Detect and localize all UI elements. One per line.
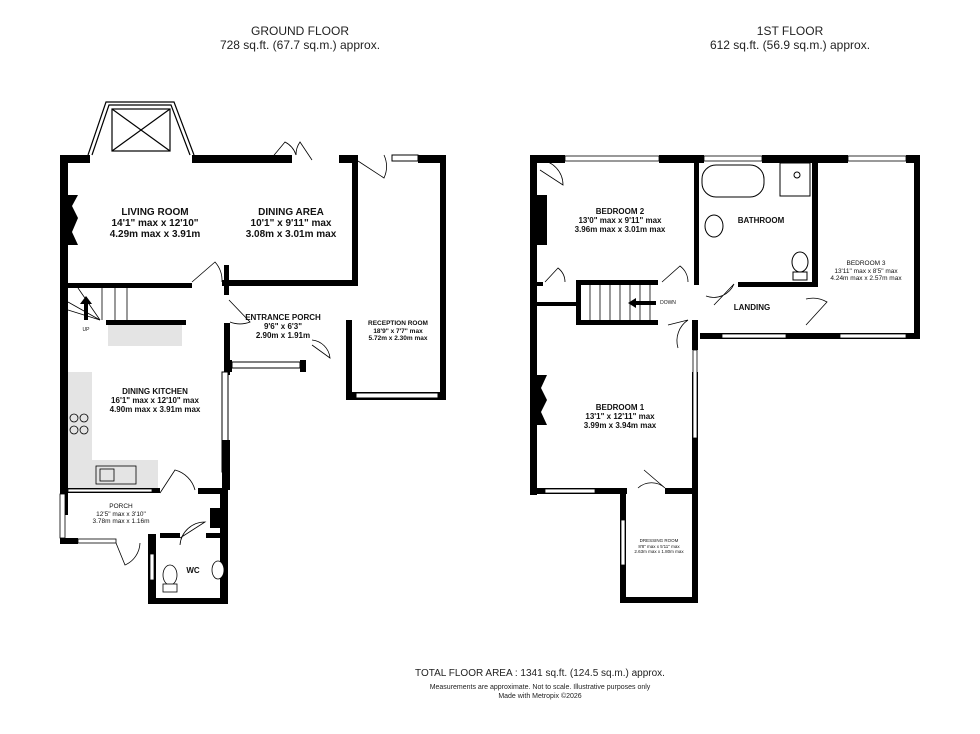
room-metric: 5.72m x 2.30m max: [368, 335, 428, 342]
stairs-up-label: UP: [82, 327, 90, 333]
room-metric: 3.99m x 3.94m max: [583, 421, 657, 430]
room-name: WC: [186, 566, 200, 575]
room-bedroom-3: BEDROOM 3 13'11" max x 8'5" max 4.24m ma…: [826, 260, 906, 283]
room-metric: 3.96m max x 3.01m max: [574, 225, 666, 234]
room-imperial: 8'8" max x 5'11" max: [638, 543, 680, 549]
first-floor-area: 612 sq.ft. (56.9 sq.m.) approx.: [709, 38, 871, 52]
ground-floor-header: GROUND FLOOR 728 sq.ft. (67.7 sq.m.) app…: [150, 24, 450, 52]
room-imperial: 9'6" x 6'3": [263, 322, 303, 331]
footer: TOTAL FLOOR AREA : 1341 sq.ft. (124.5 sq…: [380, 668, 700, 701]
room-entrance-porch: ENTRANCE PORCH 9'6" x 6'3" 2.90m x 1.91m: [238, 313, 328, 340]
room-name: ENTRANCE PORCH: [245, 313, 321, 322]
room-bedroom-2: BEDROOM 2 13'0" max x 9'11" max 3.96m ma…: [565, 207, 675, 234]
room-name: PORCH: [109, 503, 133, 510]
room-imperial: 10'1" x 9'11" max: [250, 218, 332, 229]
room-imperial: 18'9" x 7'7" max: [373, 327, 423, 335]
room-name: BATHROOM: [737, 216, 785, 225]
room-bedroom-1: BEDROOM 1 13'1" x 12'11" max 3.99m x 3.9…: [565, 403, 675, 430]
room-dining-area: DINING AREA 10'1" x 9'11" max 3.08m x 3.…: [236, 207, 346, 240]
room-imperial: 16'1" max x 12'10" max: [111, 396, 199, 405]
ground-floor-title: GROUND FLOOR: [250, 24, 349, 38]
room-metric: 4.90m max x 3.91m max: [109, 405, 201, 414]
room-name: LIVING ROOM: [121, 207, 189, 218]
room-metric: 2.63m max x 1.80m max: [634, 549, 684, 554]
room-name: DINING KITCHEN: [122, 387, 188, 396]
room-name: RECEPTION ROOM: [368, 320, 428, 327]
stairs-down-label: DOWN: [660, 300, 676, 306]
room-metric: 3.78m max x 1.16m: [92, 518, 150, 525]
room-imperial: 13'11" max x 8'5" max: [834, 267, 898, 275]
room-reception-room: RECEPTION ROOM 18'9" x 7'7" max 5.72m x …: [358, 320, 438, 343]
ground-floor-area: 728 sq.ft. (67.7 sq.m.) approx.: [219, 38, 381, 52]
credit: Made with Metropix ©2026: [498, 693, 582, 700]
room-imperial: 13'0" max x 9'11" max: [578, 216, 662, 225]
room-metric: 4.24m max x 2.57m max: [830, 275, 902, 282]
room-metric: 2.90m x 1.91m: [255, 331, 311, 340]
room-dining-kitchen: DINING KITCHEN 16'1" max x 12'10" max 4.…: [100, 387, 210, 414]
room-imperial: 14'1" max x 12'10": [111, 218, 199, 229]
room-landing: LANDING: [726, 303, 778, 312]
first-floor-header: 1ST FLOOR 612 sq.ft. (56.9 sq.m.) approx…: [640, 24, 940, 52]
room-bathroom: BATHROOM: [726, 216, 796, 225]
room-name: BEDROOM 3: [846, 260, 886, 267]
room-metric: 3.08m x 3.01m max: [245, 229, 337, 240]
total-floor-area: TOTAL FLOOR AREA : 1341 sq.ft. (124.5 sq…: [415, 668, 665, 679]
room-name: DRESSING ROOM: [639, 538, 679, 543]
room-wc: WC: [178, 566, 208, 575]
disclaimer: Measurements are approximate. Not to sca…: [429, 684, 651, 691]
room-porch: PORCH 12'5" max x 3'10" 3.78m max x 1.16…: [76, 503, 166, 526]
first-floor-plan: [530, 155, 920, 603]
room-living-room: LIVING ROOM 14'1" max x 12'10" 4.29m max…: [100, 207, 210, 240]
room-imperial: 12'5" max x 3'10": [96, 510, 146, 518]
room-name: BEDROOM 2: [595, 207, 645, 216]
room-imperial: 13'1" x 12'11" max: [585, 412, 655, 421]
room-name: DINING AREA: [258, 207, 324, 218]
first-floor-title: 1ST FLOOR: [756, 24, 824, 38]
ground-floor-plan: [59, 101, 446, 604]
room-dressing-room: DRESSING ROOM 8'8" max x 5'11" max 2.63m…: [628, 538, 690, 555]
room-name: BEDROOM 1: [595, 403, 645, 412]
room-name: LANDING: [733, 303, 771, 312]
room-metric: 4.29m max x 3.91m: [109, 229, 201, 240]
